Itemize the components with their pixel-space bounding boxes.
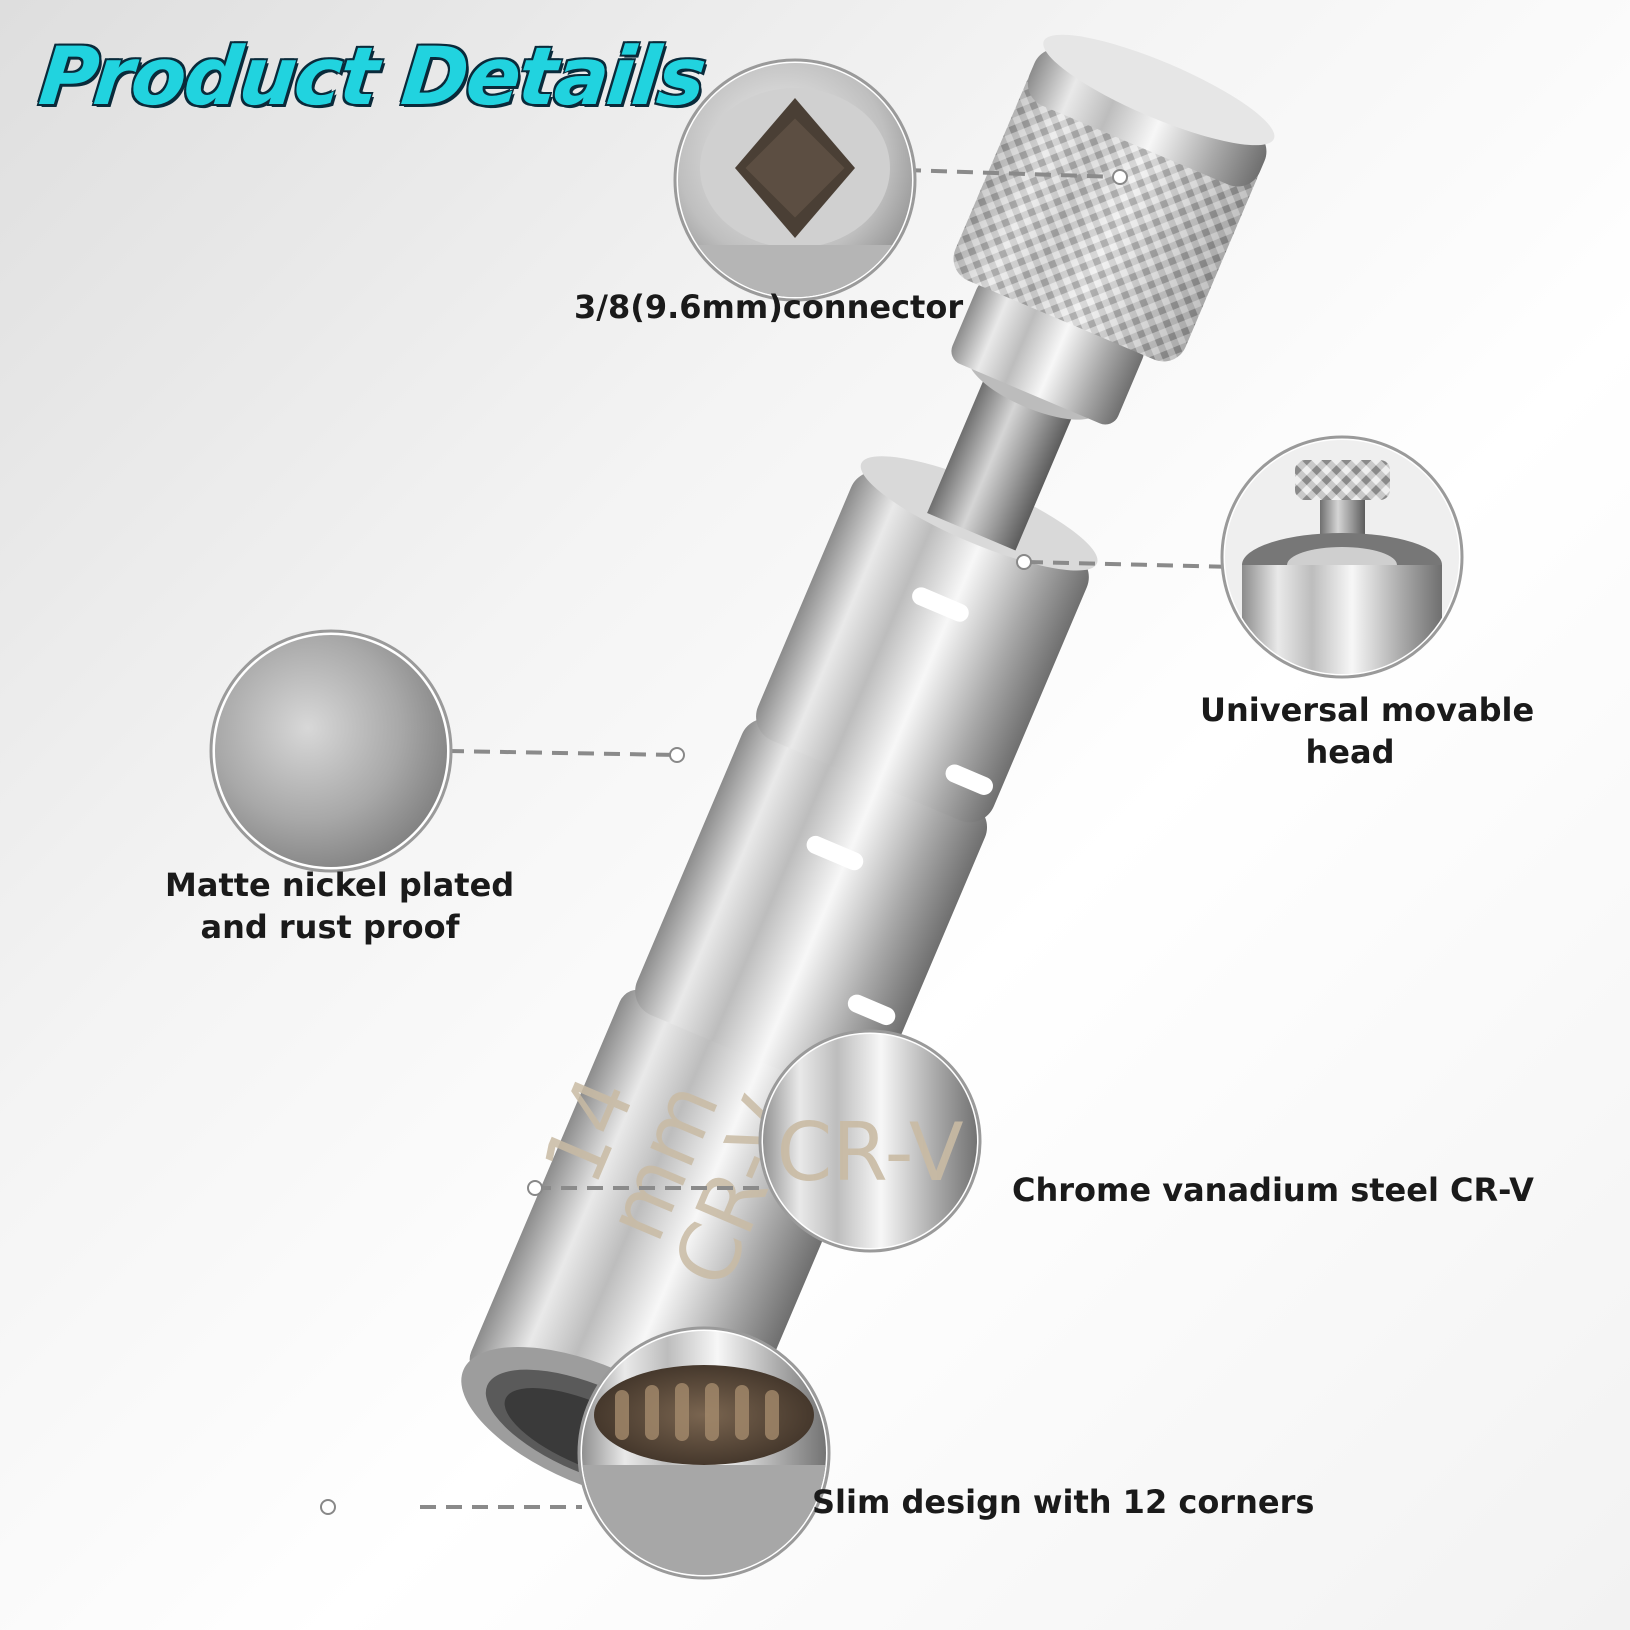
chrome-vanadium-label: Chrome vanadium steel CR-V: [1012, 1171, 1534, 1209]
universal-head-label: Universal movable head: [1200, 690, 1535, 773]
slim-design-label: Slim design with 12 corners: [812, 1483, 1315, 1521]
matte-finish-detail-circle: [209, 629, 453, 873]
socket-body-upper: [756, 471, 1089, 823]
matte-label-line2: and rust proof: [200, 907, 460, 946]
universal-head-detail-circle: [1220, 435, 1464, 679]
universal-label-line1: Universal movable: [1200, 691, 1535, 729]
matte-label-line1: Matte nickel plated: [165, 866, 515, 904]
crv-closeup-text: CR-V: [776, 1106, 963, 1199]
callout-dots: [320, 169, 1128, 1515]
swivel-head-collar: [951, 280, 1144, 425]
connector-detail-circle: [673, 58, 917, 302]
spark-plug-socket: 14 mm CR-V: [461, 34, 1275, 1503]
crv-engraving-detail-circle: CR-V: [758, 1029, 982, 1253]
universal-label-line2: head: [1305, 732, 1395, 771]
socket-body-middle: [635, 718, 988, 1100]
callout-lines: [420, 168, 1238, 1509]
matte-label: Matte nickel plated and rust proof: [165, 865, 515, 948]
twelve-corners-detail-circle: [577, 1326, 831, 1580]
connector-label: 3/8(9.6mm)connector: [574, 288, 964, 326]
